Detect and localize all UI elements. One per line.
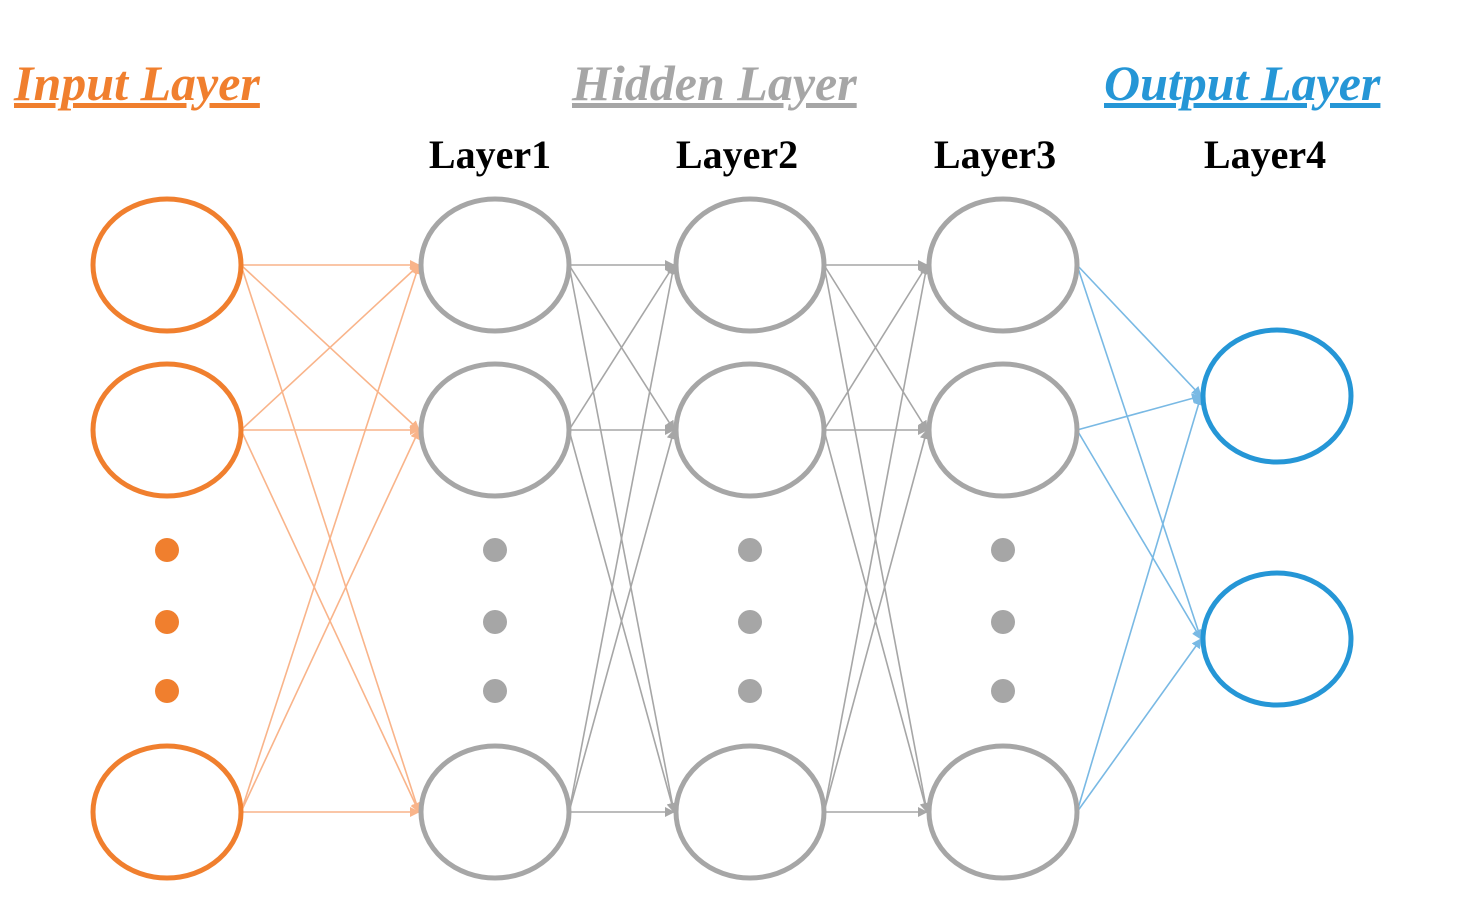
edge-l0n1-l1n0 [240, 264, 420, 431]
edge-l3n1-l4n1 [1076, 429, 1202, 640]
neuron-layer1-0 [418, 196, 572, 334]
ellipsis-dot-layer2-1 [738, 610, 762, 634]
neuron-layer2-2 [673, 743, 827, 881]
ellipsis-dot-layer3-2 [991, 679, 1015, 703]
neuron-layer3-1 [926, 361, 1080, 499]
edge-l1n2-l2n1 [568, 429, 677, 813]
edge-l3n2-l4n0 [1076, 395, 1204, 813]
edge-l2n2-l3n1 [823, 429, 930, 813]
ellipsis-dot-layer0-0 [155, 538, 179, 562]
neuron-layer4-0 [1200, 327, 1354, 465]
edge-l0n2-l1n0 [240, 264, 421, 813]
neuron-layer3-2 [926, 743, 1080, 881]
layer4-label: Layer4 [1204, 132, 1326, 177]
neuron-layer0-0 [90, 196, 244, 334]
layer1-label: Layer1 [429, 132, 551, 177]
connections [240, 260, 1204, 817]
edge-l2n2-l3n0 [823, 264, 931, 813]
edge-l0n2-l1n1 [240, 429, 420, 813]
neuron-layer1-1 [418, 361, 572, 499]
output-layer-title: Output Layer [1104, 55, 1381, 111]
ellipsis-dot-layer1-1 [483, 610, 507, 634]
edge-l1n1-l2n0 [568, 264, 675, 431]
neuron-layer0-2 [90, 743, 244, 881]
neuron-layer2-0 [673, 196, 827, 334]
ellipsis-dot-layer1-2 [483, 679, 507, 703]
ellipsis-dot-layer1-0 [483, 538, 507, 562]
hidden-layer-title: Hidden Layer [571, 55, 857, 111]
edge-l3n0-l4n1 [1076, 264, 1203, 640]
neuron-layer3-0 [926, 196, 1080, 334]
ellipsis-dot-layer3-0 [991, 538, 1015, 562]
layer2-label: Layer2 [676, 132, 798, 177]
ellipsis-dot-layer2-0 [738, 538, 762, 562]
neuron-layer2-1 [673, 361, 827, 499]
edge-l2n1-l3n0 [823, 264, 928, 431]
ellipsis-dot-layer2-2 [738, 679, 762, 703]
neuron-layer4-1 [1200, 570, 1354, 708]
ellipsis-dot-layer0-2 [155, 679, 179, 703]
neuron-layer1-2 [418, 743, 572, 881]
input-layer-title: Input Layer [13, 55, 260, 111]
edge-l3n0-l4n0 [1076, 264, 1202, 397]
edge-l3n1-l4n0 [1076, 393, 1202, 431]
neurons [90, 196, 1354, 881]
ellipsis-dot-layer0-1 [155, 610, 179, 634]
edge-l3n2-l4n1 [1076, 638, 1202, 813]
edge-l1n2-l2n0 [568, 264, 678, 813]
ellipsis-dot-layer3-1 [991, 610, 1015, 634]
neuron-layer0-1 [90, 361, 244, 499]
layer3-label: Layer3 [934, 132, 1056, 177]
